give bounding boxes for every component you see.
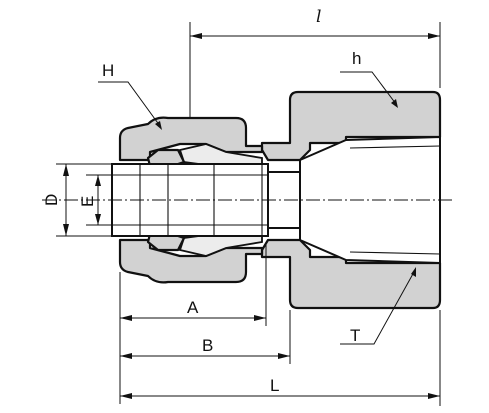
label-H: H [102,61,114,80]
leader-T-arrow [411,267,416,277]
dim-D-arrow-top [63,164,69,176]
dim-E-arrow-top [95,175,101,186]
dimension-L: L [120,310,441,406]
dim-B-arrow-right [278,353,290,359]
dim-A-arrow-left [120,315,132,321]
thread-line-upper [349,145,441,149]
back-ferrule [146,148,186,252]
nut [118,116,264,284]
nut-lower-section [118,238,264,284]
callout-h: h [340,49,398,108]
dimension-l: l [189,7,441,118]
dim-B-arrow-left [120,353,132,359]
dimension-E: E [78,174,114,226]
thread-line-lower [349,251,441,255]
dim-A-arrow-right [254,315,266,321]
leader-H-arrow [155,121,162,130]
nut-upper-section [118,116,264,162]
connector-body [260,90,442,310]
dim-E-arrow-bottom [95,214,101,225]
leader-h [340,71,397,105]
dimension-A: A [119,244,267,404]
dimension-D: D [42,163,114,237]
leader-H [98,81,161,127]
label-L: L [270,376,279,395]
callout-H: H [98,61,162,130]
dim-l-arrow-right [428,33,440,39]
dim-L-arrow-left [120,393,132,399]
label-B: B [202,336,213,355]
leader-T [340,271,415,345]
callout-T: T [340,267,416,345]
dimension-B: B [120,310,291,364]
label-T: T [350,326,360,345]
label-D: D [42,194,61,206]
dim-D-arrow-bottom [63,224,69,236]
label-E: E [78,196,97,207]
label-h: h [352,49,361,68]
label-l: l [316,7,321,27]
label-A: A [187,298,199,317]
dim-L-arrow-right [428,393,440,399]
leader-h-arrow [391,99,398,108]
dim-l-arrow-left [190,33,202,39]
